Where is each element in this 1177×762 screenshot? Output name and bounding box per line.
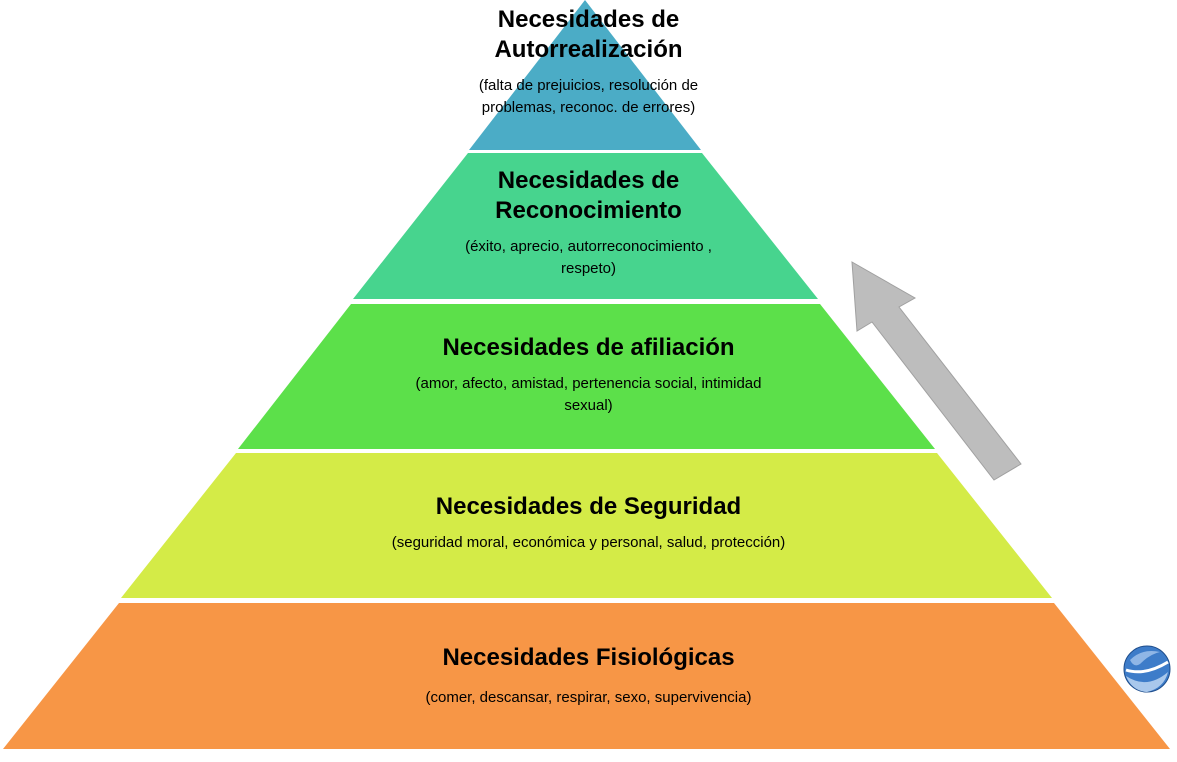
level-reconocimiento-label: Necesidades de Reconocimiento (éxito, ap… xyxy=(0,166,1177,280)
pyramid-level-reconocimiento xyxy=(353,153,818,299)
level-seguridad-label: Necesidades de Seguridad (seguridad mora… xyxy=(0,492,1177,554)
level-fisiologicas-label: Necesidades Fisiológicas (comer, descans… xyxy=(0,643,1177,709)
pyramid-level-seguridad xyxy=(121,453,1052,598)
pyramid-level-fisiologicas xyxy=(3,603,1170,749)
level-afiliacion-description: (amor, afecto, amistad, pertenencia soci… xyxy=(415,375,762,414)
level-fisiologicas-description: (comer, descansar, respirar, sexo, super… xyxy=(425,689,752,706)
level-seguridad-description: (seguridad moral, económica y personal, … xyxy=(391,534,786,551)
pyramid-level-afiliacion xyxy=(238,304,935,449)
level-reconocimiento-title: Necesidades de Reconocimiento xyxy=(495,167,682,224)
up-arrow-icon xyxy=(851,261,1022,481)
level-reconocimiento-description: (éxito, aprecio, autorreconocimiento , r… xyxy=(465,238,712,277)
globe-logo-icon xyxy=(1123,645,1171,693)
level-fisiologicas-title: Necesidades Fisiológicas xyxy=(442,644,735,671)
pyramid-level-autorrealizacion xyxy=(469,0,701,150)
level-afiliacion-label: Necesidades de afiliación (amor, afecto,… xyxy=(0,333,1177,417)
level-seguridad-title: Necesidades de Seguridad xyxy=(435,493,742,520)
level-afiliacion-title: Necesidades de afiliación xyxy=(442,334,735,361)
level-autorrealizacion-label: Necesidades de Autorrealización (falta d… xyxy=(0,5,1177,119)
level-autorrealizacion-description: (falta de prejuicios, resolución de prob… xyxy=(478,77,699,116)
level-autorrealizacion-title: Necesidades de Autorrealización xyxy=(494,6,683,63)
